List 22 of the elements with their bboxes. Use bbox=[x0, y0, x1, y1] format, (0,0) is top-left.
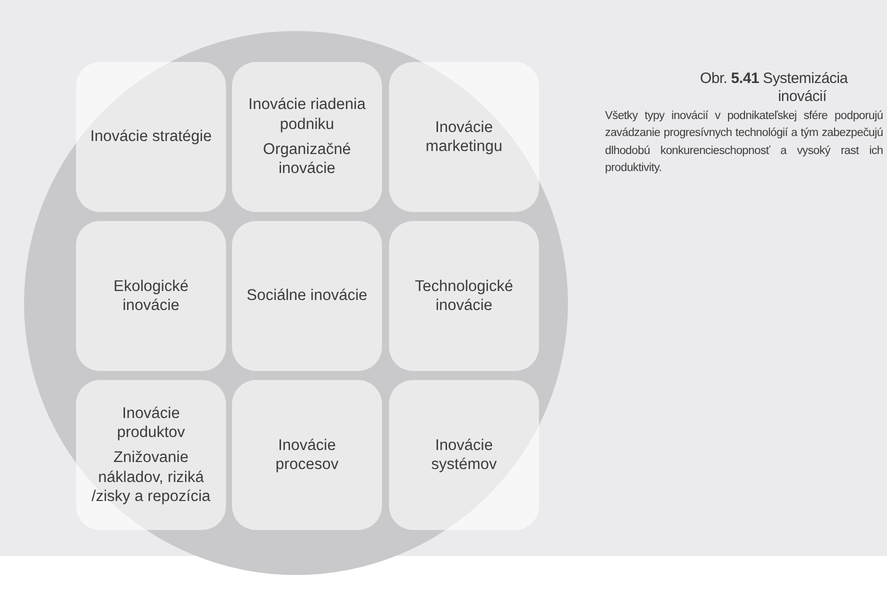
tile-label: Inovácie riadenia podniku bbox=[247, 95, 367, 134]
tile-label: Inovácie marketingu bbox=[424, 118, 504, 156]
category-tile bbox=[389, 221, 539, 371]
tile-label: Inovácie procesov bbox=[274, 436, 340, 474]
category-tile bbox=[389, 380, 539, 530]
tile-label: Inovácie stratégie bbox=[90, 127, 212, 147]
tile-label: Znižovanie nákladov, riziká /zisky a repozícia bbox=[90, 448, 212, 506]
tile-label: Inovácie produktov bbox=[116, 404, 186, 442]
category-tile bbox=[76, 221, 226, 371]
category-tile bbox=[76, 62, 226, 212]
category-tile bbox=[232, 62, 382, 212]
tile-label: Technologické inovácie bbox=[414, 276, 514, 316]
tile-label: Ekologické inovácie bbox=[112, 276, 190, 316]
tile-label: Organizačné inovácie bbox=[262, 140, 352, 179]
category-tile bbox=[389, 62, 539, 212]
figure-caption: Všetky typy inovácií v podnikateľskej sfére podporujú zavádzanie progresívnych technológií a tým zabezpečujú dlhodobú konkurencieschopnosť a vysoký rast ich produktivity. bbox=[605, 109, 883, 176]
category-tile bbox=[232, 221, 382, 371]
category-tile bbox=[232, 380, 382, 530]
tile-label: Inovácie systémov bbox=[430, 436, 498, 474]
figure-title: Obr. 5.41 Systemizácia inovácií bbox=[700, 70, 849, 106]
category-tile bbox=[76, 380, 226, 530]
tile-label: Sociálne inovácie bbox=[246, 286, 368, 306]
